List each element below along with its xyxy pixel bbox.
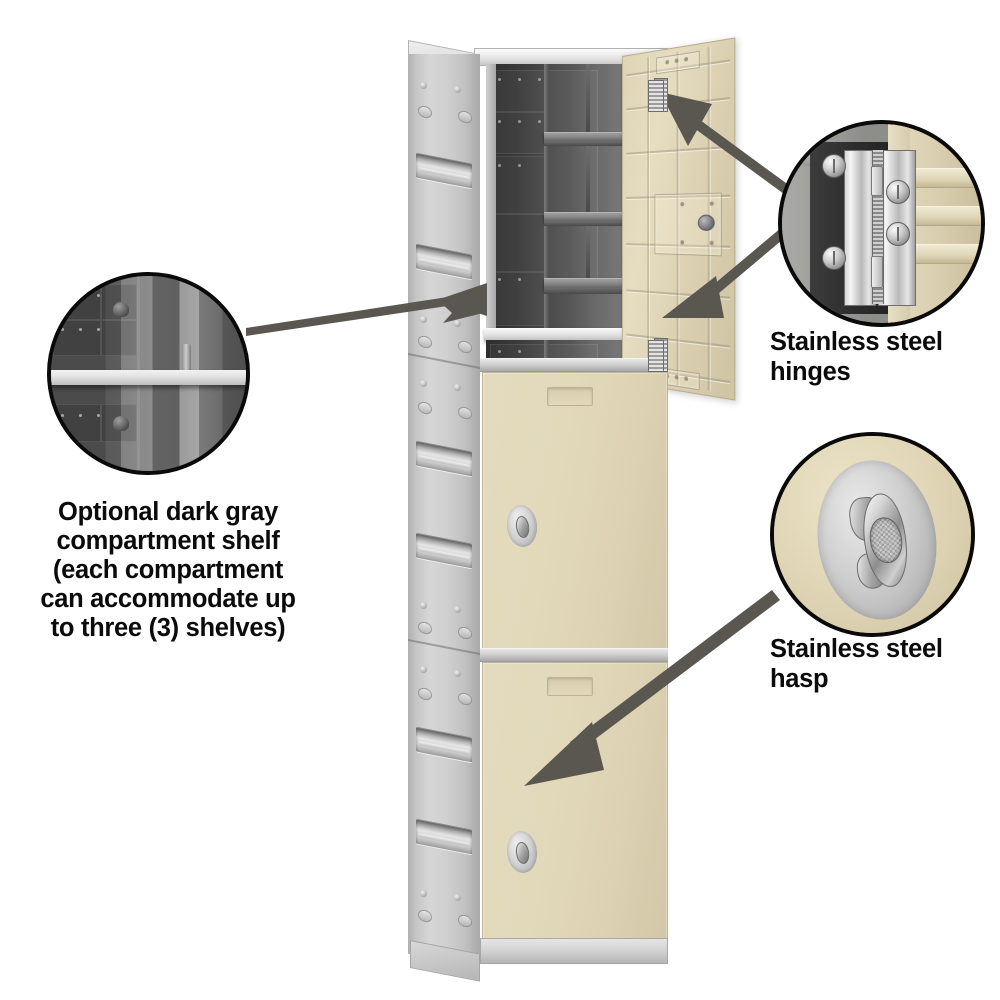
hinge-screw xyxy=(822,246,846,270)
side-vent-slot xyxy=(416,532,472,570)
shelf-detail-shelf xyxy=(51,370,246,385)
compartment-shelf-edge xyxy=(544,141,662,146)
shelf-support xyxy=(586,146,590,212)
middle-door-hasp-latch[interactable] xyxy=(514,515,531,539)
hinge-screw xyxy=(886,180,910,204)
side-vent-slot xyxy=(416,440,472,478)
interior-fastener xyxy=(538,78,541,81)
hinge-pin-bottom xyxy=(871,256,883,288)
shelf-support xyxy=(586,64,590,132)
interior-fastener xyxy=(498,120,501,123)
interior-fastener xyxy=(498,350,501,353)
interior-fastener xyxy=(498,164,501,167)
interior-rib-panel xyxy=(548,134,598,214)
callout-circle-shelf xyxy=(47,272,250,475)
interior-rib-panel xyxy=(490,112,548,154)
side-latch-detail xyxy=(458,691,472,707)
compartment-floor-shelf xyxy=(484,328,664,341)
side-rivet xyxy=(454,384,461,391)
hinge-bottom-leaf xyxy=(648,340,664,372)
compartment-shelf xyxy=(544,212,662,222)
compartment-shelf xyxy=(544,132,662,142)
side-vent-slot xyxy=(416,818,472,856)
side-latch-detail xyxy=(418,400,432,416)
interior-fastener xyxy=(518,78,521,81)
side-rivet xyxy=(420,602,427,609)
label-shelf: Optional dark gray compartment shelf (ea… xyxy=(40,498,296,642)
tier-separator-1 xyxy=(480,358,668,372)
compartment-shelf xyxy=(544,278,662,289)
door-vent-panel xyxy=(656,50,700,75)
locker-unit xyxy=(408,37,736,982)
side-rivet xyxy=(420,380,427,387)
side-latch-detail xyxy=(418,908,432,924)
hinge-top-leaf xyxy=(648,80,664,112)
interior-fastener xyxy=(498,278,501,281)
hinge-pin-top xyxy=(871,166,883,196)
shelf-detail-knob xyxy=(113,416,129,431)
interior-divider-rib xyxy=(544,64,549,346)
open-door[interactable] xyxy=(622,37,736,401)
bottom-door[interactable] xyxy=(482,662,668,942)
side-rivet xyxy=(420,316,427,323)
hinge-screw xyxy=(886,222,910,246)
interior-fastener xyxy=(518,278,521,281)
label-hinges: Stainless steel hinges xyxy=(770,328,943,386)
callout-circle-hasp xyxy=(770,432,975,637)
shelf-detail-knob xyxy=(113,302,129,317)
side-vent-slot xyxy=(416,726,472,764)
side-vent-slot xyxy=(416,152,472,190)
side-latch-detail xyxy=(458,339,472,355)
bottom-door-nameplate xyxy=(547,677,593,696)
interior-rib-panel xyxy=(548,70,598,134)
side-rivet xyxy=(454,320,461,327)
interior-fastener xyxy=(518,120,521,123)
hinge-screw xyxy=(822,154,846,178)
shelf-support xyxy=(586,226,590,278)
interior-fastener xyxy=(518,164,521,167)
interior-rib-panel xyxy=(490,70,548,112)
side-rivet xyxy=(454,606,461,613)
side-latch-detail xyxy=(418,686,432,702)
bottom-door-hasp-latch[interactable] xyxy=(514,841,531,865)
label-hasp: Stainless steel hasp xyxy=(770,635,943,693)
middle-door[interactable] xyxy=(482,372,668,652)
callout-circle-hinges xyxy=(778,120,985,327)
side-rivet xyxy=(454,894,461,901)
side-rivet xyxy=(454,86,461,93)
side-latch-detail xyxy=(458,109,472,125)
middle-door-hasp-plate[interactable] xyxy=(504,503,540,549)
compartment-shelf-edge xyxy=(544,221,662,226)
middle-door-nameplate xyxy=(547,387,593,406)
tier-separator-2 xyxy=(480,648,668,662)
interior-rib-panel xyxy=(490,214,548,272)
side-vent-slot xyxy=(416,243,472,281)
side-latch-detail xyxy=(458,625,472,641)
bottom-door-hasp-plate[interactable] xyxy=(504,829,540,875)
hasp-detail-latch xyxy=(847,491,911,591)
side-latch-detail xyxy=(418,104,432,120)
compartment-frame-left xyxy=(486,64,496,346)
base-front xyxy=(480,938,668,964)
interior-fastener xyxy=(538,120,541,123)
interior-fastener xyxy=(498,78,501,81)
side-latch-detail xyxy=(418,334,432,350)
interior-fastener xyxy=(518,350,521,353)
side-latch-detail xyxy=(418,620,432,636)
side-seam xyxy=(408,353,480,369)
door-hasp-mechanism[interactable] xyxy=(697,214,715,232)
side-rivet xyxy=(420,890,427,897)
side-rivet xyxy=(420,82,427,89)
side-latch-detail xyxy=(458,913,472,929)
side-latch-detail xyxy=(458,405,472,421)
side-rivet xyxy=(454,670,461,677)
side-rivet xyxy=(420,666,427,673)
side-seam xyxy=(408,639,480,655)
compartment-shelf-edge xyxy=(544,288,662,294)
locker-side-wall xyxy=(408,54,480,954)
